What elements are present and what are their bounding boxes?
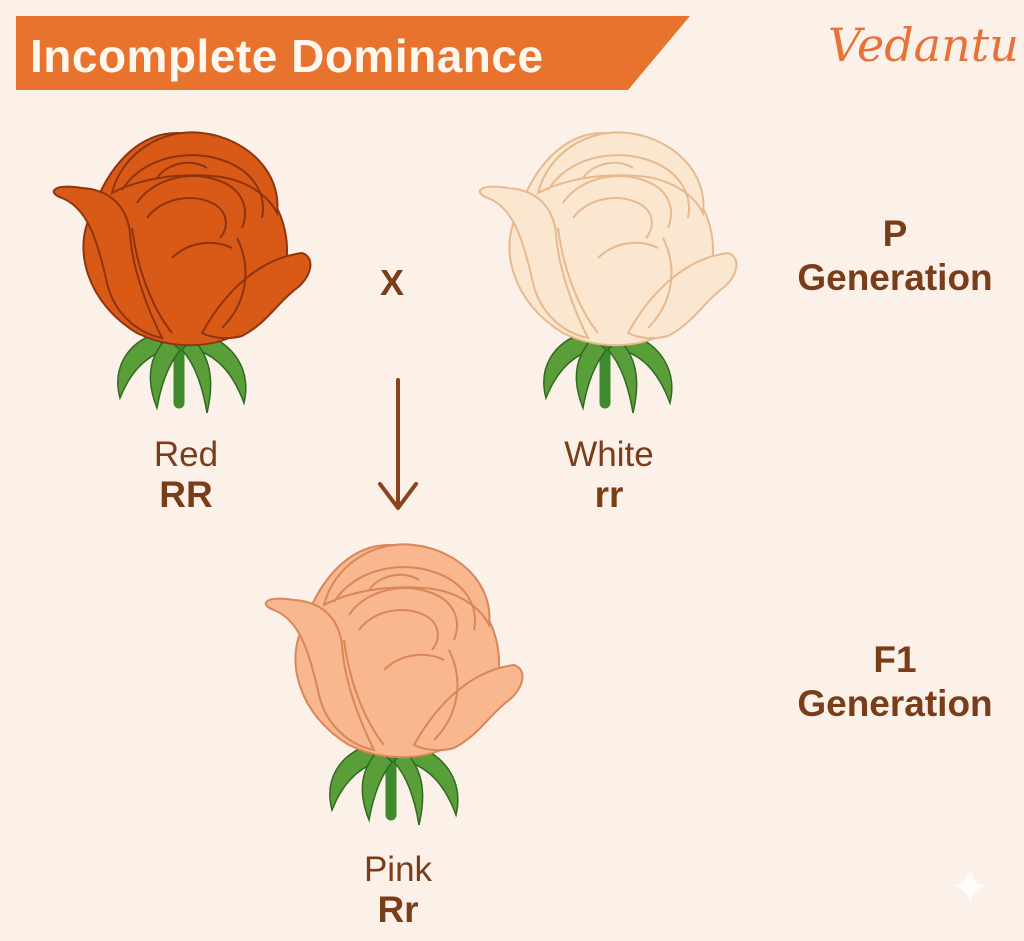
sparkle-icon [952, 868, 988, 904]
p-generation-label: P Generation [797, 212, 992, 300]
red-genotype: RR [159, 474, 213, 515]
page-title: Incomplete Dominance [30, 30, 544, 82]
pink-color-name: Pink [363, 850, 433, 889]
title-banner: Incomplete Dominance [16, 16, 690, 90]
white-rose-icon [478, 131, 738, 414]
red-parent-label: Red RR [154, 435, 218, 515]
down-arrow-icon [378, 378, 418, 510]
pink-rose-icon [264, 543, 524, 826]
red-rose-icon [52, 131, 312, 414]
p-generation-line1: P [882, 213, 908, 254]
white-parent-label: White rr [564, 435, 653, 515]
p-generation-line2: Generation [797, 257, 993, 298]
cross-symbol: X [380, 262, 405, 303]
brand-logo: Vedantu [828, 18, 1019, 72]
banner-shape [16, 16, 690, 90]
white-color-name: White [564, 435, 654, 474]
f1-generation-label: F1 Generation [797, 638, 992, 726]
f1-generation-line2: Generation [797, 683, 993, 724]
white-genotype: rr [594, 474, 624, 515]
f1-generation-line1: F1 [873, 639, 917, 680]
pink-genotype: Rr [377, 889, 419, 930]
pink-offspring-label: Pink Rr [364, 850, 432, 930]
red-color-name: Red [153, 435, 219, 474]
